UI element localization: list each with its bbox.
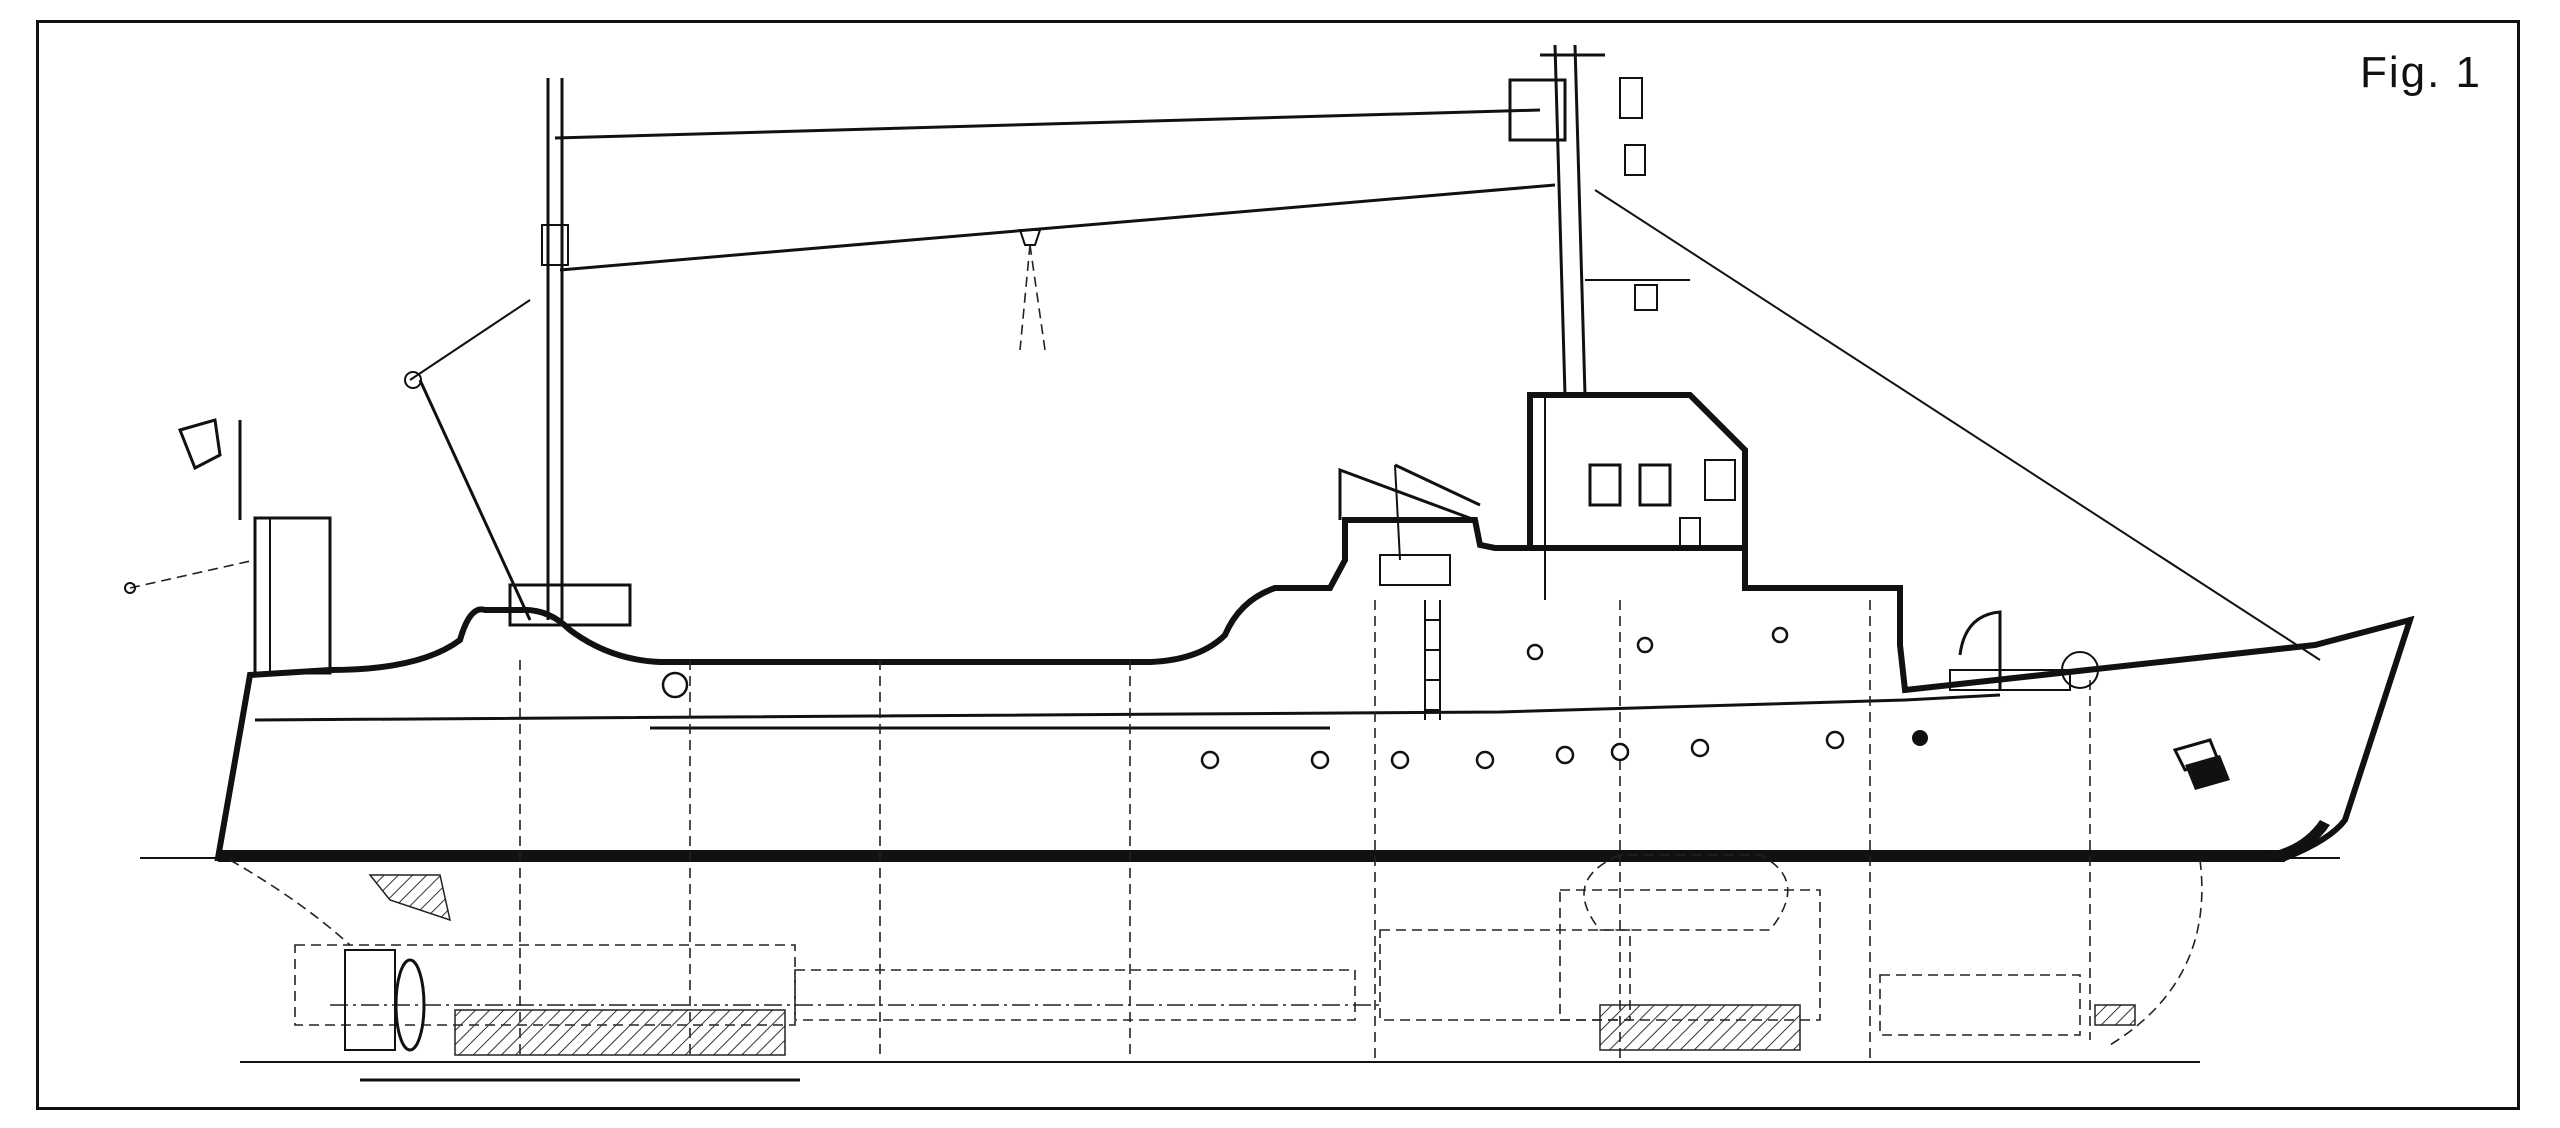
figure-label: Fig. 1 [2359, 48, 2482, 97]
bow-equipment [1949, 610, 2230, 790]
main-deck-line [254, 693, 2001, 722]
aft-mast [404, 78, 632, 627]
stern-frame [229, 859, 351, 946]
deck-crane [1379, 463, 1481, 586]
wheelhouse [1338, 392, 1748, 600]
aft-gantry [124, 418, 332, 675]
forward-mast [1508, 44, 1690, 396]
portholes [661, 626, 1928, 770]
tank-hatching [368, 874, 2136, 1056]
figure-frame [36, 20, 2520, 1110]
hull-outline [214, 517, 2415, 861]
ladders [1424, 600, 1441, 720]
frame-lines [519, 600, 2091, 1060]
machinery-outlines [294, 854, 2081, 1036]
keel-band [218, 850, 2285, 862]
rigging-lines [554, 108, 2321, 661]
rudder-propeller [344, 949, 800, 1082]
bow-stripe [2255, 820, 2330, 862]
